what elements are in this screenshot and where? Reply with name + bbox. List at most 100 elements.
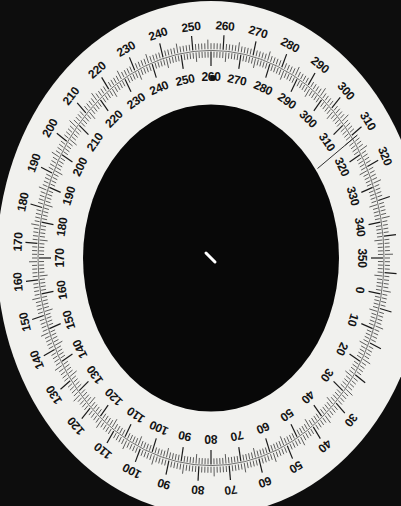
tick-mark — [287, 437, 289, 442]
tick-mark — [361, 346, 365, 349]
inner-scale-number: 180 — [55, 216, 70, 237]
tick-mark — [59, 161, 63, 164]
tick-mark — [374, 303, 379, 304]
inner-scale-number: 250 — [174, 72, 195, 88]
tick-mark — [250, 49, 251, 55]
tick-mark — [378, 261, 383, 262]
tick-mark — [287, 446, 292, 459]
tick-mark — [165, 51, 166, 57]
tick-mark — [32, 265, 37, 266]
tick-mark — [117, 85, 120, 90]
tick-mark — [32, 254, 37, 255]
tick-mark — [314, 100, 322, 111]
tick-mark — [70, 371, 77, 377]
tick-mark — [253, 41, 256, 55]
tick-mark — [373, 306, 378, 307]
tick-mark — [301, 74, 304, 79]
tick-mark — [362, 151, 366, 154]
tick-mark — [72, 137, 76, 141]
tick-mark — [47, 320, 52, 322]
tick-mark — [172, 453, 173, 459]
tick-mark — [40, 195, 45, 197]
tick-mark — [58, 164, 62, 167]
tick-mark — [149, 65, 151, 71]
tick-mark — [125, 424, 131, 436]
tick-mark — [56, 346, 60, 349]
tick-mark — [128, 433, 130, 438]
tick-mark — [122, 72, 125, 77]
tick-mark — [103, 86, 106, 91]
tick-mark — [43, 215, 48, 216]
tick-mark — [77, 103, 86, 113]
tick-mark — [350, 354, 360, 361]
tick-mark — [150, 454, 152, 460]
tick-mark — [33, 239, 38, 241]
tick-mark — [87, 115, 91, 119]
tick-mark — [59, 352, 63, 355]
tick-mark — [304, 424, 307, 429]
tick-mark — [214, 43, 215, 49]
tick-mark — [207, 467, 208, 473]
tick-mark — [74, 379, 78, 383]
tick-mark — [246, 454, 247, 460]
tick-mark — [291, 424, 297, 436]
tick-mark — [46, 313, 51, 315]
tick-mark — [244, 47, 246, 53]
tick-mark — [49, 187, 60, 192]
tick-mark — [378, 250, 383, 251]
tick-mark — [300, 428, 303, 433]
tick-mark — [89, 101, 92, 105]
tick-mark — [251, 58, 252, 64]
tick-mark — [321, 420, 324, 425]
tick-mark — [376, 229, 381, 231]
tick-mark — [342, 115, 348, 121]
tick-mark — [130, 435, 132, 440]
tick-mark — [29, 261, 37, 262]
tick-mark — [153, 55, 155, 61]
tick-mark — [225, 52, 227, 62]
tick-mark — [43, 303, 48, 304]
tick-mark — [58, 349, 62, 352]
tick-mark — [192, 36, 193, 50]
tick-mark — [40, 240, 48, 242]
tick-mark — [40, 278, 45, 280]
tick-mark — [383, 224, 388, 226]
tick-mark — [111, 80, 114, 85]
tick-mark — [31, 204, 43, 207]
tick-mark — [66, 132, 70, 136]
tick-mark — [81, 123, 85, 127]
tick-mark — [65, 364, 69, 367]
tick-mark — [378, 271, 383, 272]
tick-mark — [103, 414, 106, 419]
tick-mark — [223, 466, 224, 472]
tick-mark — [251, 452, 252, 458]
tick-mark — [309, 420, 312, 425]
tick-mark — [330, 411, 333, 415]
tick-mark — [241, 46, 243, 52]
tick-mark — [42, 296, 47, 297]
tick-mark — [354, 361, 358, 364]
tick-mark — [107, 431, 114, 443]
tick-mark — [384, 279, 389, 281]
tick-mark — [293, 68, 295, 73]
tick-mark — [41, 192, 46, 194]
outer-scale-number: 260 — [214, 19, 234, 33]
tick-mark — [107, 418, 110, 423]
tick-mark — [47, 194, 52, 196]
tick-mark — [39, 243, 44, 244]
tick-mark — [265, 457, 267, 463]
tick-mark — [79, 125, 88, 134]
tick-mark — [52, 353, 56, 356]
tick-mark — [378, 247, 383, 248]
tick-mark — [279, 60, 281, 66]
tick-mark — [260, 61, 261, 67]
tick-mark — [338, 112, 342, 116]
tick-mark — [314, 416, 317, 421]
tick-mark — [341, 128, 345, 132]
tick-mark — [186, 45, 188, 51]
tick-mark — [68, 384, 72, 388]
tick-mark — [375, 185, 380, 187]
tick-mark — [318, 423, 321, 428]
tick-mark — [323, 418, 326, 423]
outer-scale-number: 170 — [11, 232, 24, 252]
